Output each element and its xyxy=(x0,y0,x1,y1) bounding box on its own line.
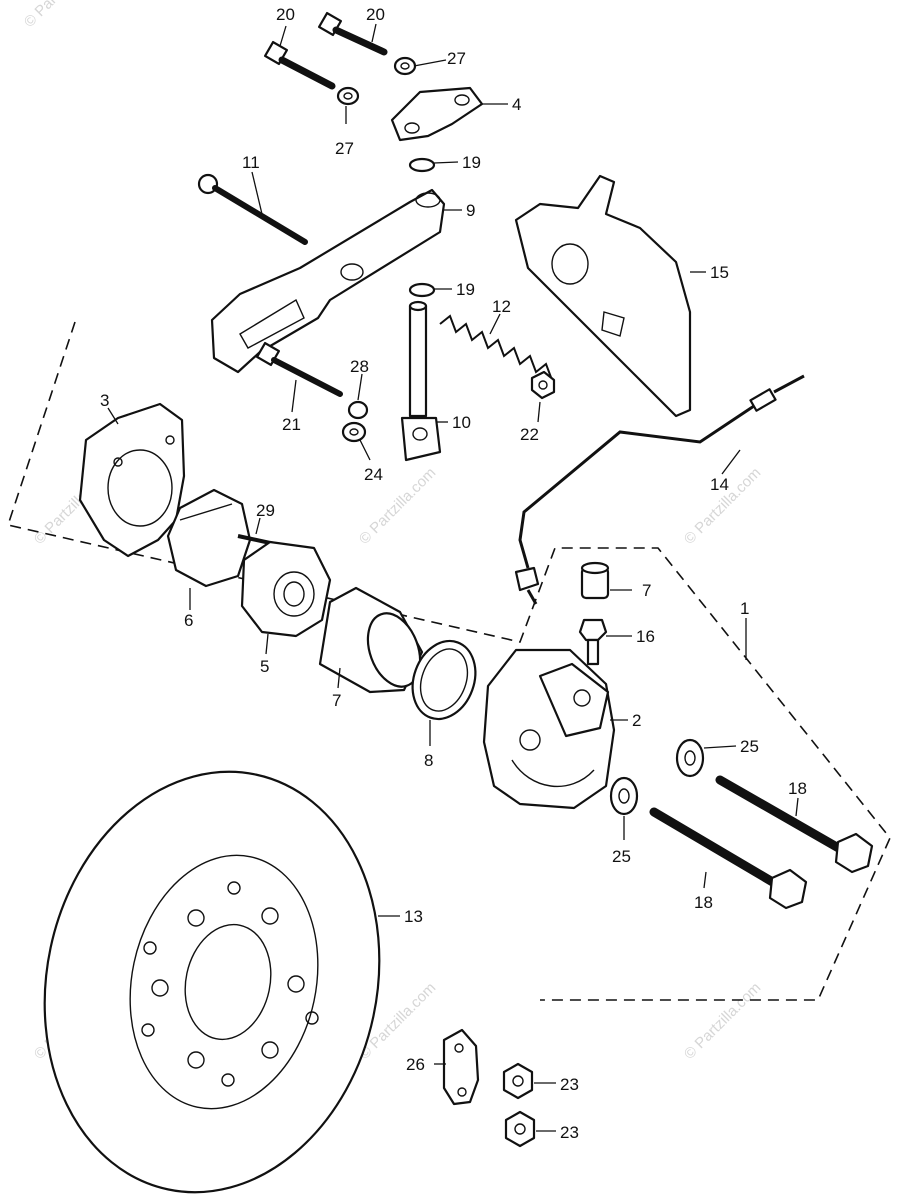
callout-3: 3 xyxy=(100,391,109,410)
callout-20: 20 xyxy=(366,5,385,24)
part-11-bolt xyxy=(197,173,308,245)
callout-25: 25 xyxy=(740,737,759,756)
part-10-pivot-pin xyxy=(400,300,442,462)
callout-8: 8 xyxy=(424,751,433,770)
part-27-washers xyxy=(336,56,417,106)
callout-23: 23 xyxy=(560,1123,579,1142)
part-4-holder xyxy=(390,86,484,142)
callout-13: 13 xyxy=(404,907,423,926)
leader-lines xyxy=(107,23,799,1132)
callout-7: 7 xyxy=(332,691,341,710)
callout-1: 1 xyxy=(740,599,749,618)
callout-25: 25 xyxy=(612,847,631,866)
part-6-brake-pad xyxy=(166,488,252,588)
callout-18: 18 xyxy=(694,893,713,912)
callout-18: 18 xyxy=(788,779,807,798)
callout-24: 24 xyxy=(364,465,383,484)
part-15-cover xyxy=(514,174,692,418)
callout-14: 14 xyxy=(710,475,729,494)
callout-2: 2 xyxy=(632,711,641,730)
callout-12: 12 xyxy=(492,297,511,316)
callout-29: 29 xyxy=(256,501,275,520)
callout-15: 15 xyxy=(710,263,729,282)
part-19-washer-lower xyxy=(408,282,436,298)
caliper-assembly-boundary xyxy=(6,321,891,1001)
part-22-nut xyxy=(530,370,556,400)
callout-5: 5 xyxy=(260,657,269,676)
part-26-lock-plate xyxy=(442,1028,480,1106)
callout-21: 21 xyxy=(282,415,301,434)
callout-27: 27 xyxy=(447,49,466,68)
part-18-bolts xyxy=(649,775,874,910)
callout-labels: 20 20 27 27 4 19 11 9 15 19 12 28 21 10 … xyxy=(100,5,807,1142)
part-23-nuts xyxy=(502,1062,536,1148)
callout-4: 4 xyxy=(512,95,521,114)
callout-20: 20 xyxy=(276,5,295,24)
callout-16: 16 xyxy=(636,627,655,646)
part-24-washer xyxy=(341,421,367,443)
watermark-text: © Partzilla.com xyxy=(21,0,104,31)
callout-6: 6 xyxy=(184,611,193,630)
part-8-seal xyxy=(411,639,477,721)
callout-28: 28 xyxy=(350,357,369,376)
callout-23: 23 xyxy=(560,1075,579,1094)
callout-11: 11 xyxy=(242,153,260,172)
part-28-washer xyxy=(347,400,369,420)
part-16-bleeder xyxy=(578,618,608,666)
part-12-spring xyxy=(439,314,553,381)
part-13-disc xyxy=(43,770,381,1194)
watermark-text: © Partzilla.com xyxy=(681,979,764,1062)
callout-10: 10 xyxy=(452,413,471,432)
part-21-bolt xyxy=(255,341,343,397)
callout-19: 19 xyxy=(456,280,475,299)
part-14-brake-pipe xyxy=(514,374,805,605)
part-2-caliper-body xyxy=(482,648,616,810)
part-25-washers xyxy=(609,738,705,816)
part-7-cap xyxy=(580,561,610,600)
part-7-piston xyxy=(318,586,424,694)
callout-27: 27 xyxy=(335,139,354,158)
callout-19: 19 xyxy=(462,153,481,172)
callout-9: 9 xyxy=(466,201,475,220)
part-20-bolts xyxy=(263,11,388,90)
callout-22: 22 xyxy=(520,425,539,444)
part-19-washer-upper xyxy=(408,157,436,173)
part-5-pad-holder xyxy=(240,540,332,638)
callout-7: 7 xyxy=(642,581,651,600)
callout-26: 26 xyxy=(406,1055,425,1074)
part-9-bracket xyxy=(210,188,446,374)
